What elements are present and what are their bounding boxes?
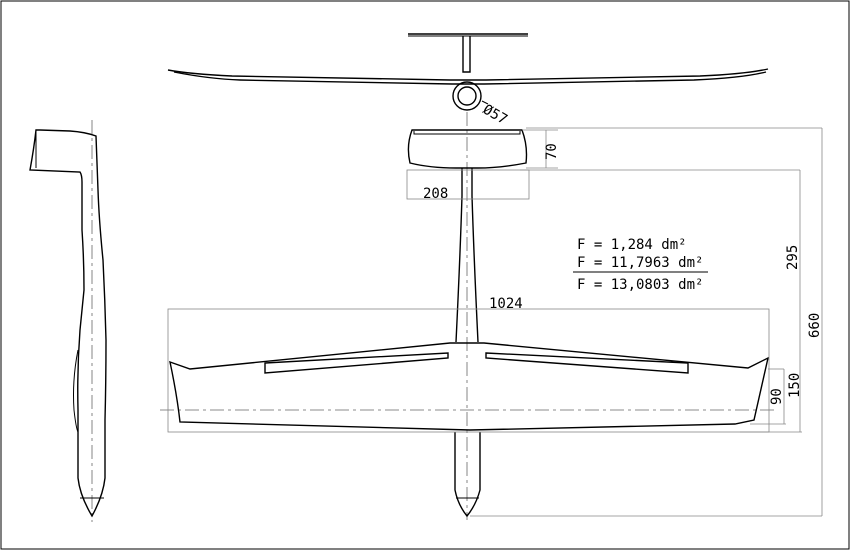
plan-fuselage-boom <box>455 168 479 343</box>
tip-chord-label: 90 <box>769 388 785 405</box>
front-fin <box>462 36 471 73</box>
fuselage-section-inner <box>457 86 477 106</box>
plan-nose <box>454 432 481 518</box>
root-chord-label: 150 <box>787 373 803 398</box>
right-aileron <box>485 352 689 374</box>
plan-view <box>160 112 778 520</box>
plan-stabilizer <box>407 129 528 169</box>
overall-length-label: 660 <box>807 313 823 338</box>
side-fuselage-outline <box>29 129 107 518</box>
stab-chord-label: 70 <box>544 143 560 160</box>
wing-area-label: F = 11,7963 dm² <box>577 255 703 271</box>
plan-wing <box>169 342 770 431</box>
diameter-label: Ø57 <box>480 102 510 129</box>
tail-arm-label: 295 <box>785 245 801 270</box>
total-area-label: F = 13,0803 dm² <box>577 277 703 293</box>
stab-area-label: F = 1,284 dm² <box>577 237 687 253</box>
front-wing-upper <box>167 68 769 81</box>
wingspan-label: 1024 <box>489 296 523 312</box>
left-aileron <box>264 352 449 374</box>
side-wing-fillet <box>73 349 79 433</box>
front-wing-lower <box>173 71 767 85</box>
front-view <box>167 33 769 111</box>
side-view <box>29 120 107 522</box>
stab-span-label: 208 <box>423 186 448 202</box>
dimension-lines <box>167 127 823 517</box>
area-labels: F = 1,284 dm² F = 11,7963 dm² F = 13,080… <box>577 237 703 293</box>
fuselage-section-outer <box>452 81 482 111</box>
